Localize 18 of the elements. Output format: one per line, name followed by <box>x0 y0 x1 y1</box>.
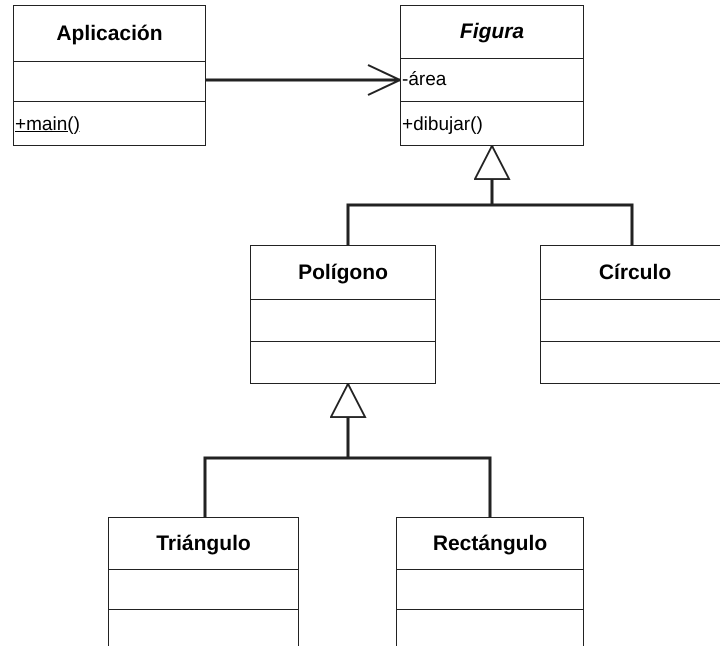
class-box <box>13 5 206 146</box>
class-box <box>540 245 720 384</box>
class-name: Aplicación <box>55 22 164 46</box>
class-box <box>396 517 584 646</box>
class-box <box>400 5 584 146</box>
class-name: Círculo <box>598 260 672 284</box>
inheritance-arrow <box>330 383 492 517</box>
operation-text: +dibujar() <box>402 114 483 136</box>
class-name: Figura <box>458 20 526 44</box>
class-box <box>250 245 436 384</box>
class-name: Triángulo <box>155 532 252 556</box>
class-box <box>108 517 299 646</box>
association-arrow <box>206 64 401 96</box>
attribute-text: -área <box>402 69 446 91</box>
class-name: Polígono <box>297 260 389 284</box>
operation-text: +main() <box>15 114 80 136</box>
class-name: Rectángulo <box>432 532 548 556</box>
inheritance-arrow <box>474 145 634 245</box>
